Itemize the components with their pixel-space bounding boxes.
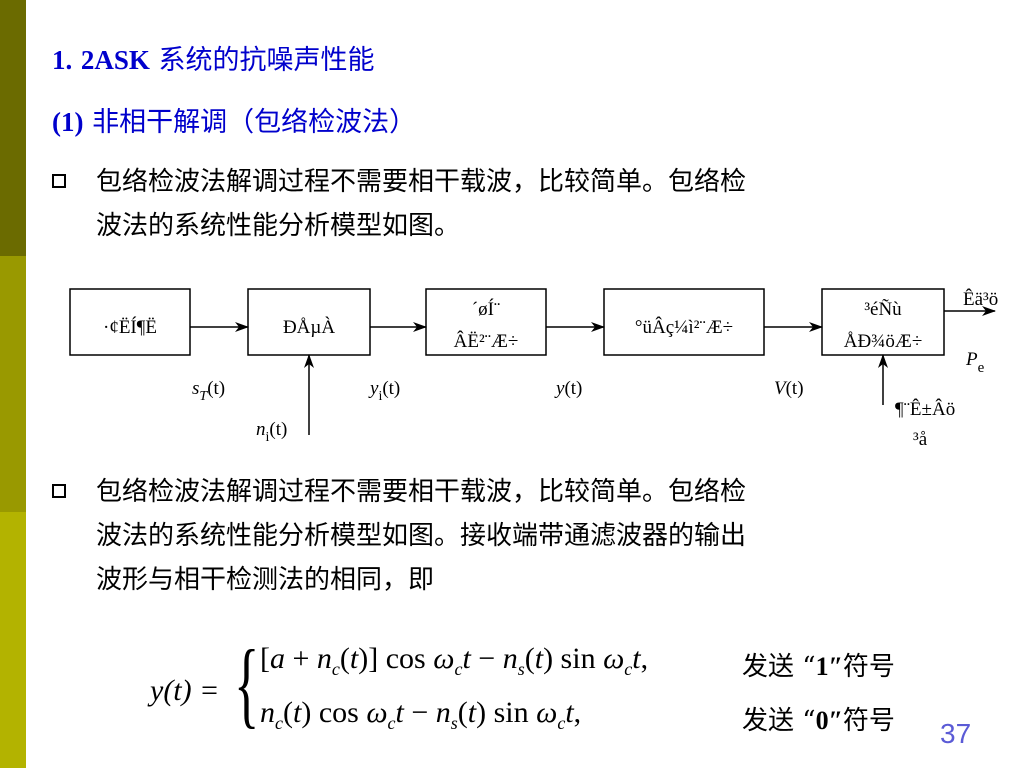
output-label: Êä³ö (963, 288, 998, 310)
sidebar-segment (0, 0, 26, 128)
page-title: 1. 2ASK 系统的抗噪声性能 (52, 38, 374, 77)
subtitle-number: (1) (52, 107, 84, 137)
signal-label-pe: Pe (965, 349, 985, 376)
signal-label-v: V(t) (774, 378, 804, 399)
block-label-filter-2: ÂË²¨Æ÷ (454, 330, 519, 352)
title-rest: 系统的抗噪声性能 (149, 45, 375, 76)
timing-pulse-label-2: ³å (913, 429, 928, 450)
sidebar-segment (0, 384, 26, 512)
formula-note-2: 发送 “0″符号 (742, 700, 895, 737)
signal-label-yi: yi(t) (368, 378, 400, 404)
block-label-decision-1: ³éÑù (864, 298, 902, 320)
formula-row-2: nc(t) cos ωct − ns(t) sin ωct, (260, 696, 582, 733)
title-number: 1. (52, 45, 73, 75)
signal-label-y: y(t) (554, 378, 582, 399)
checkbox-bullet-icon (52, 174, 66, 188)
sidebar-segment (0, 512, 26, 640)
bullet-line: 波形与相干检测法的相同，即 (96, 565, 435, 595)
formula-brace: { (234, 630, 260, 737)
formula-lhs: y(t) = (150, 674, 220, 707)
checkbox-bullet-icon (52, 484, 66, 498)
block-label-filter-1: ´øÍ¨ (472, 298, 500, 320)
formula-row-1: [a + nc(t)] cos ωct − ns(t) sin ωct, (260, 642, 649, 679)
block-label-detector: °üÂç¼ì²¨Æ÷ (635, 316, 733, 338)
signal-label-ni: ni(t) (256, 419, 287, 445)
page-number: 37 (940, 718, 972, 749)
timing-pulse-label-1: ¶¨Ê±Âö (895, 398, 955, 420)
bullet-text: 包络检波法解调过程不需要相干载波，比较简单。包络检 波法的系统性能分析模型如图。… (96, 470, 976, 602)
block-label-channel: ÐÅµÀ (283, 316, 335, 338)
block-transmitter (69, 288, 191, 356)
bullet-line: 包络检波法解调过程不需要相干载波，比较简单。包络检 (96, 167, 747, 197)
title-prefix: 2ASK (80, 45, 150, 75)
note-post: 符号 (842, 652, 895, 682)
block-label-transmitter: ·¢ËÍ¶Ë (103, 316, 157, 338)
subtitle-rest: 非相干解调（包络检波法） (83, 107, 417, 138)
note-symbol: 0″ (815, 706, 843, 735)
sidebar-segment (0, 128, 26, 256)
sidebar-segment (0, 640, 26, 768)
sidebar-segment (0, 256, 26, 384)
note-pre: 发送 “ (742, 652, 816, 682)
note-post: 符号 (842, 706, 895, 736)
bullet-line: 波法的系统性能分析模型如图。 (96, 211, 461, 241)
bullet-line: 包络检波法解调过程不需要相干载波，比较简单。包络检 (96, 477, 747, 507)
signal-label-st: sT(t) (192, 378, 225, 404)
formula-note-1: 发送 “1″符号 (742, 646, 895, 683)
system-block-diagram: ·¢ËÍ¶Ë ÐÅµÀ ´øÍ¨ ÂË²¨Æ÷ °üÂç¼ì²¨Æ÷ ³éÑù … (69, 288, 998, 450)
section-subtitle: (1) 非相干解调（包络检波法） (52, 100, 416, 139)
sidebar-decoration (0, 0, 26, 768)
bullet-line: 波法的系统性能分析模型如图。接收端带通滤波器的输出 (96, 521, 747, 551)
note-symbol: 1″ (815, 652, 843, 681)
note-pre: 发送 “ (742, 706, 816, 736)
bullet-text: 包络检波法解调过程不需要相干载波，比较简单。包络检 波法的系统性能分析模型如图。 (96, 160, 976, 248)
block-label-decision-2: ÅÐ¾öÆ÷ (844, 331, 923, 352)
